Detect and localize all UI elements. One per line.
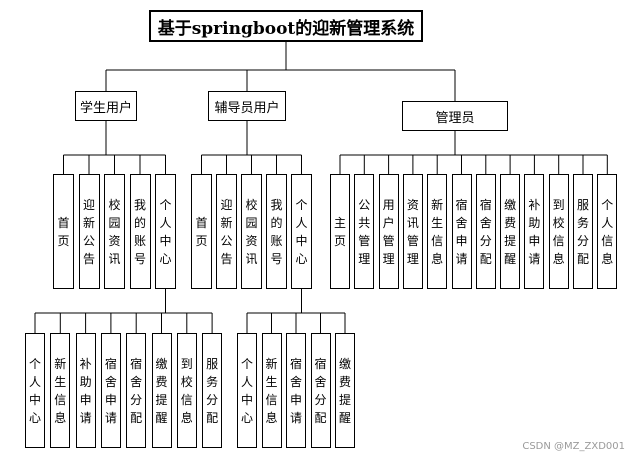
admin-module-box: 宿舍申请 bbox=[451, 174, 472, 289]
admin-module-box: 缴费提醒 bbox=[500, 174, 521, 289]
admin-module-box: 新生信息 bbox=[427, 174, 448, 289]
admin-module-box: 主页 bbox=[330, 174, 350, 289]
student-personal-center-item-box: 服务分配 bbox=[202, 333, 223, 448]
student-personal-center-item-box: 到校信息 bbox=[176, 333, 197, 448]
student-module-box: 我的账号 bbox=[129, 174, 151, 289]
admin-module-box: 宿舍分配 bbox=[475, 174, 496, 289]
student-personal-center-item-box: 新生信息 bbox=[50, 333, 71, 448]
counselor-personal-center-item-box: 新生信息 bbox=[261, 333, 282, 448]
student-module-box: 迎新公告 bbox=[78, 174, 100, 289]
system-title-box: 基于springboot的迎新管理系统 bbox=[149, 10, 423, 42]
counselor-personal-center-item-box: 宿舍分配 bbox=[310, 333, 331, 448]
admin-module-box: 补助申请 bbox=[524, 174, 545, 289]
student-personal-center-item-box: 宿舍分配 bbox=[126, 333, 147, 448]
counselor-module-box: 首页 bbox=[191, 174, 212, 289]
counselor-module-box: 个人中心 bbox=[291, 174, 312, 289]
student-personal-center-item-box: 缴费提醒 bbox=[151, 333, 172, 448]
admin-module-box: 资讯管理 bbox=[402, 174, 423, 289]
admin-module-box: 个人信息 bbox=[597, 174, 618, 289]
counselor-personal-center-item-box: 个人中心 bbox=[237, 333, 257, 448]
admin-role-box: 管理员 bbox=[402, 101, 508, 131]
student-personal-center-item-box: 宿舍申请 bbox=[100, 333, 121, 448]
admin-module-box: 公共管理 bbox=[354, 174, 375, 289]
student-personal-center-item-box: 个人中心 bbox=[25, 333, 45, 448]
counselor-module-box: 校园资讯 bbox=[241, 174, 262, 289]
counselor-personal-center-item-box: 缴费提醒 bbox=[335, 333, 355, 448]
admin-module-box: 到校信息 bbox=[548, 174, 569, 289]
counselor-module-box: 我的账号 bbox=[266, 174, 287, 289]
csdn-watermark: CSDN @MZ_ZXD001 bbox=[522, 441, 625, 452]
counselor-role-box: 辅导员用户 bbox=[208, 91, 286, 121]
student-role-box: 学生用户 bbox=[75, 91, 137, 121]
counselor-personal-center-item-box: 宿舍申请 bbox=[286, 333, 306, 448]
admin-module-box: 用户管理 bbox=[378, 174, 399, 289]
admin-module-box: 服务分配 bbox=[573, 174, 593, 289]
counselor-module-box: 迎新公告 bbox=[216, 174, 237, 289]
student-module-box: 校园资讯 bbox=[104, 174, 125, 289]
student-module-box: 首页 bbox=[53, 174, 74, 289]
student-module-box: 个人中心 bbox=[155, 174, 176, 289]
student-personal-center-item-box: 补助申请 bbox=[75, 333, 96, 448]
